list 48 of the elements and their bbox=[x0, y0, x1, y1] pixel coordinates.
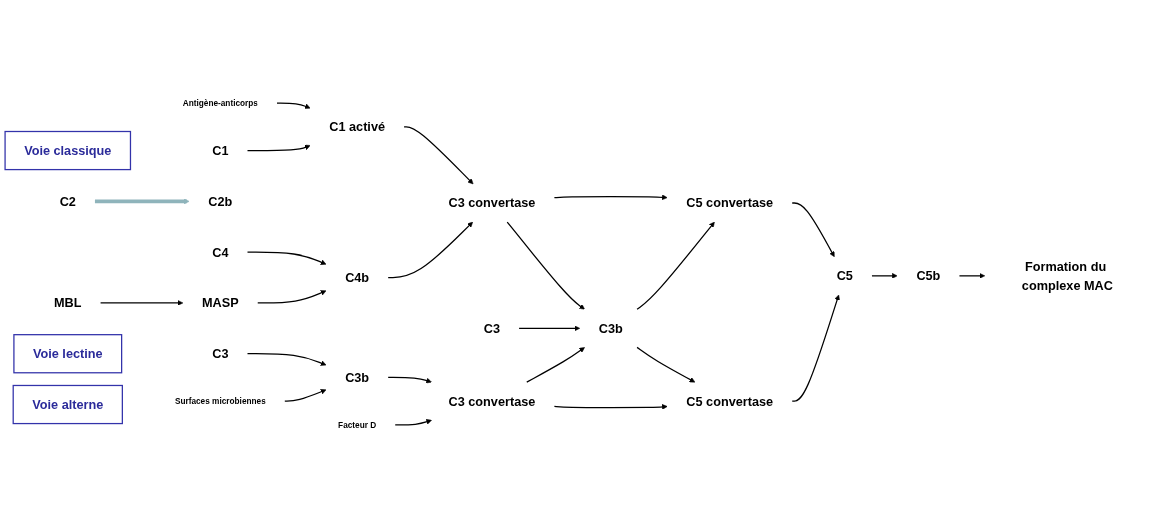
node-text: MBL bbox=[54, 295, 82, 310]
node-text: Antigène-anticorps bbox=[182, 98, 258, 108]
node-text: Facteur D bbox=[338, 420, 377, 430]
arrow bbox=[387, 221, 473, 279]
node-text: Surfaces microbiennes bbox=[174, 396, 266, 406]
node-text: C1 activé bbox=[329, 119, 386, 134]
node-text: C1 bbox=[212, 143, 229, 158]
node-text: C5 convertase bbox=[686, 196, 774, 210]
arrow bbox=[246, 144, 311, 152]
arrow bbox=[958, 273, 986, 279]
arrow bbox=[871, 273, 898, 279]
arrow bbox=[99, 300, 184, 306]
arrow bbox=[394, 419, 432, 426]
node-text: MASP bbox=[201, 295, 239, 310]
node-box: Voie alterne bbox=[12, 384, 123, 425]
node-text: C3b bbox=[598, 321, 623, 336]
node-text: C3b bbox=[345, 370, 370, 385]
arrow bbox=[276, 102, 311, 109]
node-text: C5 bbox=[836, 268, 853, 283]
arrow bbox=[636, 221, 715, 310]
arrow bbox=[506, 221, 585, 310]
arrow bbox=[257, 290, 327, 304]
arrow bbox=[246, 251, 327, 265]
arrow bbox=[284, 389, 327, 402]
node-text: C4 bbox=[212, 245, 229, 260]
node-box: Voie classique bbox=[4, 130, 132, 171]
arrow bbox=[526, 347, 585, 383]
arrow bbox=[387, 376, 432, 384]
arrow bbox=[403, 126, 474, 185]
node-text: C3 convertase bbox=[448, 394, 536, 409]
node-text: Formation du complexe MAC bbox=[1021, 259, 1113, 293]
arrow bbox=[553, 194, 668, 201]
arrow bbox=[636, 346, 696, 383]
arrow bbox=[791, 202, 835, 258]
arrow bbox=[246, 353, 327, 366]
node-text: C3 bbox=[483, 321, 501, 336]
node-text: C3 bbox=[212, 346, 229, 361]
node-text: C5b bbox=[916, 268, 941, 283]
node-text: C4b bbox=[345, 270, 370, 285]
arrow bbox=[94, 198, 190, 205]
arrow bbox=[518, 325, 581, 332]
node-text: C5 convertase bbox=[686, 394, 774, 409]
node-box: Voie lectine bbox=[13, 334, 123, 374]
node-text: C2b bbox=[208, 194, 233, 209]
arrow bbox=[791, 294, 840, 402]
node-text: C2 bbox=[59, 194, 76, 209]
node-text: C3 convertase bbox=[448, 196, 536, 210]
arrow bbox=[553, 404, 668, 410]
